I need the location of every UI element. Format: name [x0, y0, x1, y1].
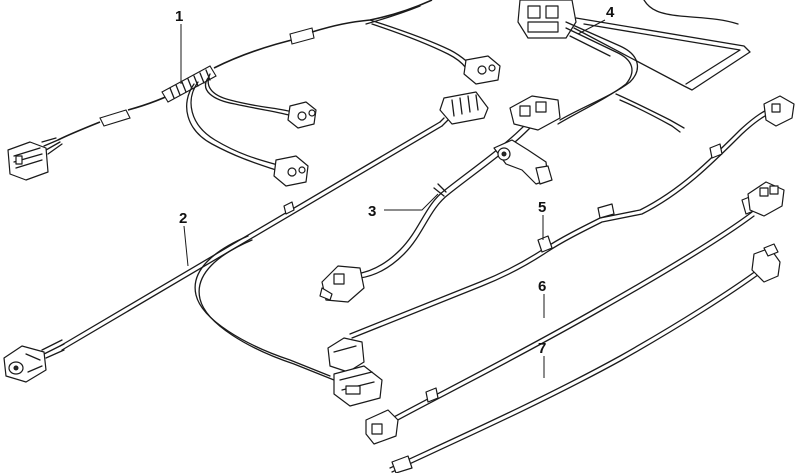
part-1-main-harness[interactable]	[7, 0, 501, 187]
callout-5: 5	[538, 199, 546, 216]
callout-7: 7	[538, 340, 546, 357]
leader-4	[577, 19, 606, 35]
callout-labels: 1 2 3 4 5 6 7	[175, 4, 615, 357]
callout-3: 3	[368, 203, 376, 220]
callout-1: 1	[175, 8, 183, 25]
part-3-cable[interactable]	[319, 95, 561, 303]
leader-2	[183, 225, 189, 267]
callout-2: 2	[179, 210, 187, 227]
part-5-cable[interactable]	[327, 95, 795, 373]
part-2-cable[interactable]	[3, 91, 489, 383]
callout-6: 6	[538, 278, 546, 295]
part-6-cable[interactable]	[365, 181, 785, 445]
part-4-relay-ribbon[interactable]	[493, 0, 751, 185]
part-7-cable[interactable]	[389, 243, 781, 473]
callout-4: 4	[606, 4, 615, 21]
leader-lines	[180, 19, 606, 378]
part-2-loop-cable[interactable]	[194, 235, 383, 407]
leader-3	[384, 193, 439, 211]
